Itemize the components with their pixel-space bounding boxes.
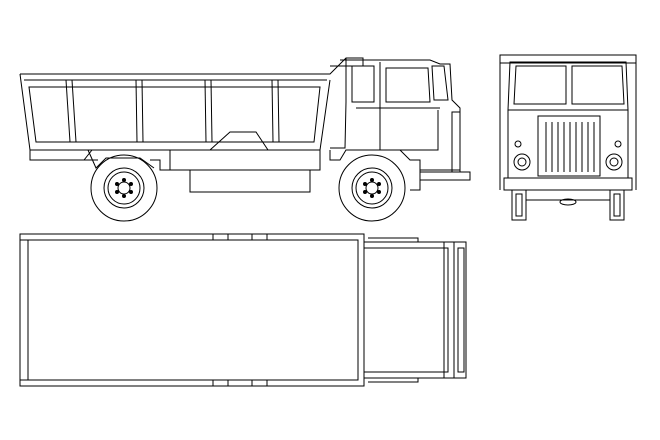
headlight-left bbox=[513, 153, 531, 171]
side-view bbox=[19, 57, 471, 222]
front-cab bbox=[507, 61, 629, 111]
front-bumper-top bbox=[453, 241, 467, 379]
dump-bed bbox=[19, 57, 364, 151]
front-tire-right bbox=[609, 189, 625, 221]
chassis-frame bbox=[29, 149, 321, 193]
headlight-right bbox=[605, 153, 623, 171]
windshield-left bbox=[513, 65, 567, 105]
front-view bbox=[499, 54, 637, 221]
top-view bbox=[19, 233, 467, 387]
cab-door-window bbox=[385, 67, 431, 103]
rear-wheel bbox=[90, 154, 158, 222]
front-tire-left bbox=[511, 189, 527, 221]
front-bumper-front bbox=[503, 177, 633, 191]
bed-top bbox=[19, 233, 365, 387]
front-bumper bbox=[419, 171, 471, 181]
cab-top bbox=[364, 237, 467, 383]
grille bbox=[537, 115, 601, 177]
grille-bars bbox=[545, 122, 595, 172]
front-wheel bbox=[338, 154, 406, 222]
cab-rear-window bbox=[351, 65, 375, 103]
windshield-right bbox=[571, 65, 625, 105]
cab bbox=[329, 58, 471, 191]
